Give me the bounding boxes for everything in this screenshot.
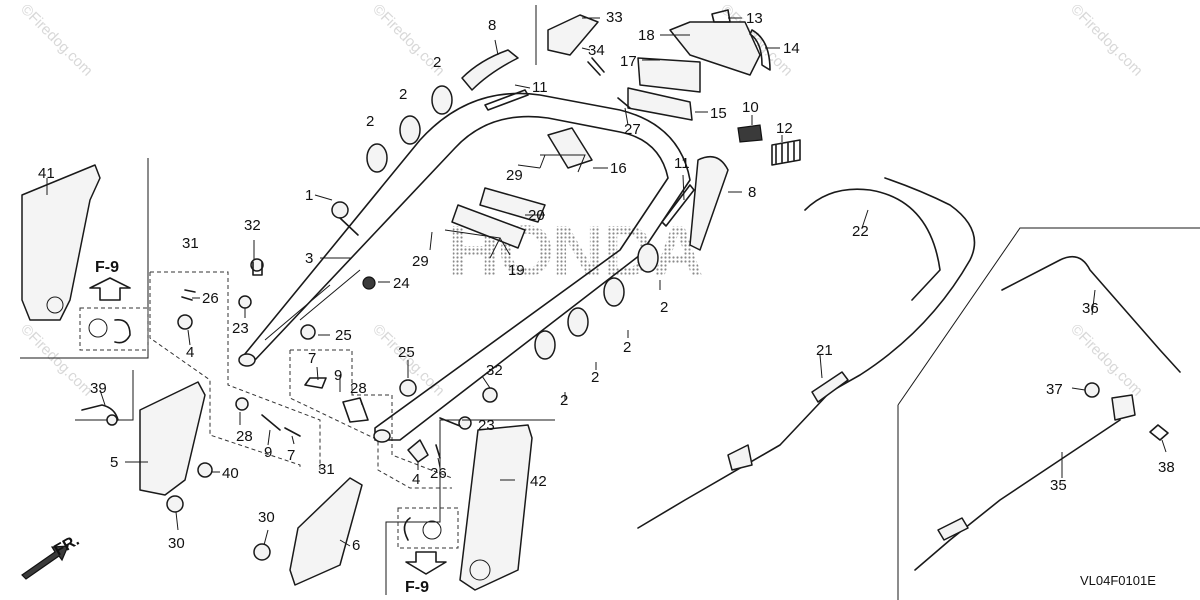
ref-f9-bottom: F-9 — [403, 517, 447, 596]
cable-clamps — [366, 85, 659, 360]
callout-26: 26 — [202, 290, 219, 307]
callout-2: 2 — [591, 369, 599, 386]
callout-3: 3 — [305, 250, 313, 267]
callout-21: 21 — [816, 342, 833, 359]
callout-28: 28 — [236, 428, 253, 445]
callout-34: 34 — [588, 42, 605, 59]
callout-26: 26 — [430, 465, 447, 482]
callout-28: 28 — [350, 380, 367, 397]
callout-1: 1 — [305, 187, 313, 204]
ref-label: F-9 — [405, 579, 429, 596]
watermark: ©Firedog.com — [17, 1, 96, 80]
callout-33: 33 — [606, 9, 623, 26]
callout-36: 36 — [1082, 300, 1099, 317]
callout-29: 29 — [412, 253, 429, 270]
callout-7: 7 — [308, 350, 316, 367]
callout-14: 14 — [783, 40, 800, 57]
callout-40: 40 — [222, 465, 239, 482]
callout-27: 27 — [624, 121, 641, 138]
callout-39: 39 — [90, 380, 107, 397]
callout-22: 22 — [852, 223, 869, 240]
callout-16: 16 — [610, 160, 627, 177]
watermark-group: ©Firedog.com ©Firedog.com ©Firedog.com ©… — [17, 1, 1146, 400]
callout-8: 8 — [488, 17, 496, 34]
callout-25: 25 — [398, 344, 415, 361]
callout-38: 38 — [1158, 459, 1175, 476]
callout-30: 30 — [258, 509, 275, 526]
callout-2: 2 — [660, 299, 668, 316]
callout-8: 8 — [748, 184, 756, 201]
callout-4: 4 — [186, 344, 194, 361]
callout-9: 9 — [334, 367, 342, 384]
upper-parts — [451, 9, 801, 251]
cables — [637, 177, 1181, 571]
callouts: 1 2 2 2 2 2 2 2 2 3 4 4 5 6 7 7 8 8 9 9 … — [38, 9, 1175, 554]
handle-pipe — [238, 92, 691, 443]
brackets — [21, 164, 533, 591]
frame-lines — [20, 5, 1200, 600]
callout-32: 32 — [486, 362, 503, 379]
callout-17: 17 — [620, 53, 637, 70]
callout-18: 18 — [638, 27, 655, 44]
callout-23: 23 — [478, 417, 495, 434]
ref-label: F-9 — [95, 259, 119, 276]
callout-41: 41 — [38, 165, 55, 182]
callout-7: 7 — [287, 447, 295, 464]
callout-35: 35 — [1050, 477, 1067, 494]
ref-f9-top: F-9 — [88, 259, 131, 344]
callout-2: 2 — [623, 339, 631, 356]
callout-11: 11 — [674, 155, 690, 172]
fasteners — [81, 201, 1169, 561]
callout-19: 19 — [508, 262, 525, 279]
callout-31: 31 — [182, 235, 199, 252]
callout-42: 42 — [530, 473, 547, 490]
watermark: ©Firedog.com — [1067, 1, 1146, 80]
callout-9: 9 — [264, 444, 272, 461]
callout-25: 25 — [335, 327, 352, 344]
callout-30: 30 — [168, 535, 185, 552]
callout-11: 11 — [532, 79, 548, 96]
callout-2: 2 — [560, 392, 568, 409]
diagram-code: VL04F0101E — [1080, 573, 1156, 588]
leader-lines — [46, 17, 1167, 547]
callout-32: 32 — [244, 217, 261, 234]
callout-2: 2 — [399, 86, 407, 103]
watermark: ©Firedog.com — [17, 321, 96, 400]
direction-arrow: FR. — [21, 532, 82, 580]
callout-2: 2 — [433, 54, 441, 71]
callout-12: 12 — [776, 120, 793, 137]
callout-15: 15 — [710, 105, 727, 122]
callout-13: 13 — [746, 10, 763, 27]
callout-29: 29 — [506, 167, 523, 184]
callout-10: 10 — [742, 99, 759, 116]
callout-4: 4 — [412, 471, 420, 488]
callout-20: 20 — [528, 207, 545, 224]
watermark: ©Firedog.com — [1067, 321, 1146, 400]
callout-2: 2 — [366, 113, 374, 130]
callout-37: 37 — [1046, 381, 1063, 398]
callout-31: 31 — [318, 461, 335, 478]
callout-24: 24 — [393, 275, 410, 292]
callout-23: 23 — [232, 320, 249, 337]
callout-6: 6 — [352, 537, 360, 554]
callout-5: 5 — [110, 454, 118, 471]
